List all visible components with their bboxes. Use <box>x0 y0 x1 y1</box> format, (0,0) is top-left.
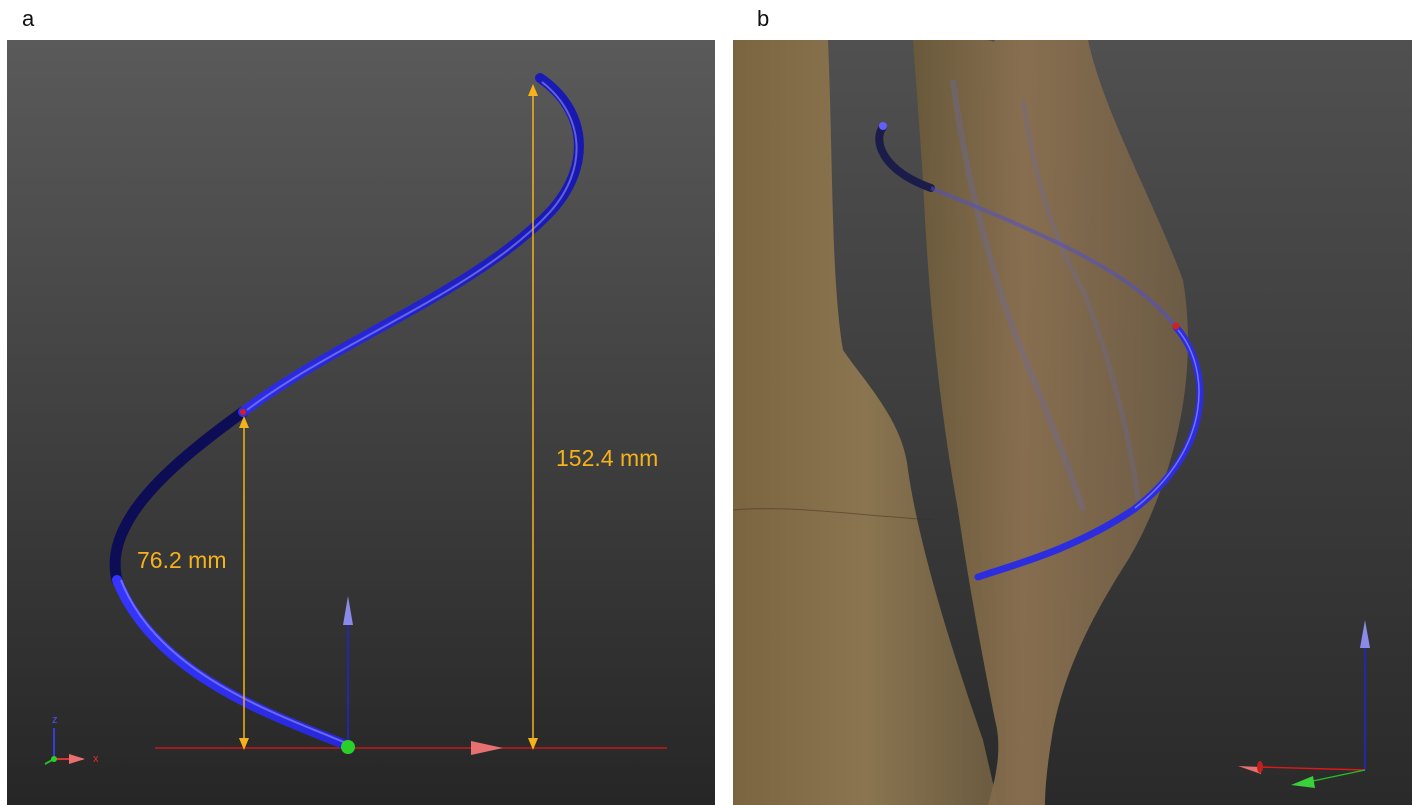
mesh-seam <box>733 508 934 521</box>
orientation-triad-b <box>1238 620 1370 788</box>
viewport-b[interactable] <box>733 40 1412 805</box>
vessel-structure-2 <box>1020 99 1141 501</box>
midpoint-marker <box>240 409 246 415</box>
orientation-triad: z x <box>44 714 99 765</box>
viewport-b-canvas <box>733 40 1412 805</box>
viewport-a-canvas: 76.2 mm 152.4 mm z x <box>7 40 715 805</box>
triad-b-x-axis <box>1257 766 1366 771</box>
half-height-arrow-top <box>239 416 249 428</box>
helix-b-marker <box>1172 322 1180 330</box>
triad-b-y-axis <box>1307 769 1366 783</box>
triad-b-y-arrow-icon <box>1291 776 1315 788</box>
vessel-structure <box>950 79 1086 511</box>
panel-a-label: a <box>22 6 35 31</box>
viewport-a[interactable]: 76.2 mm 152.4 mm z x <box>7 40 715 805</box>
helix-b-highlight <box>1134 329 1200 509</box>
full-height-arrow-bottom <box>528 738 538 750</box>
full-height-label: 152.4 mm <box>556 445 658 471</box>
origin-point[interactable] <box>341 740 355 754</box>
triad-b-z-arrow-icon <box>1360 620 1370 648</box>
helix-occluded-segment <box>930 186 1178 329</box>
half-height-arrow-bottom <box>239 738 249 750</box>
right-leg-volume <box>913 40 1188 805</box>
triad-x-arrow-icon <box>69 754 85 764</box>
helix-highlight <box>120 81 578 745</box>
x-arrow-icon <box>471 741 503 755</box>
triad-z-label: z <box>52 714 58 726</box>
triad-x-label: x <box>93 753 99 765</box>
left-leg-volume <box>733 40 998 805</box>
triad-b-x-arrow-icon <box>1238 766 1261 774</box>
triad-origin <box>51 756 57 762</box>
viewport-a-background <box>7 40 715 805</box>
helix-back-segment <box>109 406 249 586</box>
half-height-label: 76.2 mm <box>137 547 226 573</box>
helix-back-top <box>875 123 935 192</box>
helix-end-cap <box>879 122 887 130</box>
panel-b-label: b <box>757 6 770 31</box>
triad-b-x-cap <box>1257 761 1263 773</box>
full-height-arrow-top <box>528 84 538 96</box>
z-arrow-icon[interactable] <box>343 596 353 625</box>
